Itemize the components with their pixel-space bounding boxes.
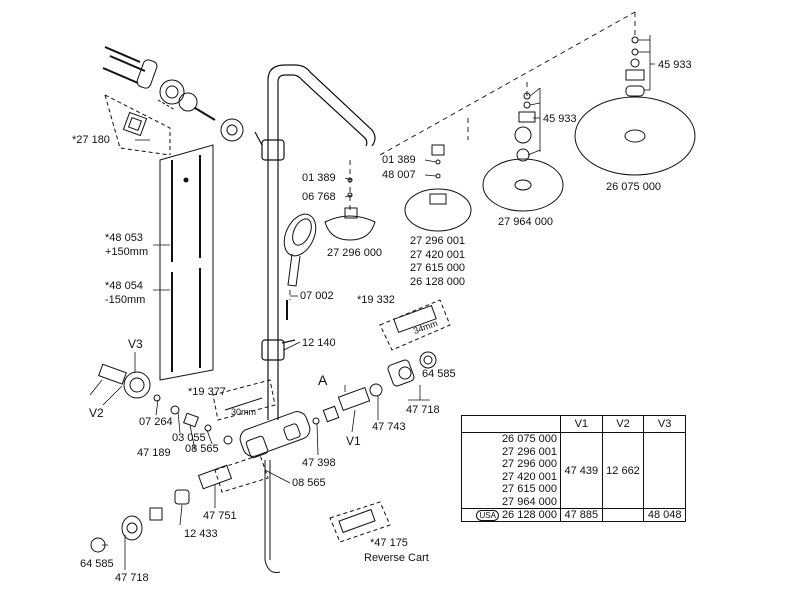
table-cell-v1: 47 439	[560, 432, 603, 509]
table-usa-v2	[601, 508, 645, 522]
thermostat-body	[239, 411, 311, 573]
table-header-v2: V2	[601, 415, 645, 433]
variant-label-v1: V1	[346, 434, 361, 448]
table-cell-v3	[643, 432, 686, 509]
variant-label-v2: V2	[89, 406, 104, 420]
table-code: 26 075 000	[501, 433, 557, 445]
part-label-48053-note: +150mm	[105, 246, 149, 258]
table-header-row: V1 V2 V3	[461, 415, 686, 433]
right-cartridge-parts	[312, 351, 437, 425]
part-label-47751: 47 751	[203, 510, 237, 522]
table-usa-code: 26 128 000	[501, 509, 557, 521]
table-usa-v3: 48 048	[643, 508, 686, 522]
table-header-v1: V1	[560, 415, 603, 433]
wall-kit-bracket	[104, 94, 171, 156]
service-tool-boxes	[212, 299, 451, 543]
part-label-45933-right: 45 933	[658, 59, 692, 71]
leader-lines	[89, 35, 655, 570]
part-label-27615000: 27 615 000	[410, 262, 466, 274]
part-label-47718-left: 47 718	[115, 572, 149, 584]
part-label-27420001: 27 420 001	[410, 249, 466, 261]
part-label-47189: 47 189	[137, 447, 171, 459]
table-usa-v1: 47 885	[560, 508, 603, 522]
head-shower-27964000	[482, 92, 564, 212]
table-header-blank	[461, 415, 561, 433]
extension-rails	[159, 144, 214, 381]
table-header-v3: V3	[643, 415, 686, 433]
part-label-08565-left: 08 565	[185, 443, 219, 455]
part-label-12140: 12 140	[302, 337, 336, 349]
table-row: 26 075 000 27 296 001 27 296 000 27 420 …	[461, 432, 686, 509]
part-label-19332: *19 332	[357, 294, 395, 306]
part-label-47718-right: 47 718	[406, 404, 440, 416]
head-shower-26075000	[574, 36, 696, 176]
table-code: 27 615 000	[501, 483, 557, 495]
table-code: 27 420 001	[501, 470, 557, 483]
part-label-48054: *48 054	[105, 280, 143, 292]
part-label-48054-note: -150mm	[105, 294, 146, 306]
part-label-27296001: 27 296 001	[410, 235, 466, 247]
part-label-45933-middle: 45 933	[543, 113, 577, 125]
wall-anchor-kit	[102, 46, 244, 142]
part-label-01389-left: 01 389	[302, 172, 336, 184]
part-label-06768: 06 768	[302, 191, 336, 203]
part-label-27180: *27 180	[72, 134, 110, 146]
part-label-47743: 47 743	[372, 421, 406, 433]
tool-dimension-30mm: 30mm	[231, 407, 257, 417]
part-label-47175: *47 175	[370, 537, 408, 549]
variant-label-v3: V3	[128, 337, 143, 351]
shower-riser	[254, 64, 376, 420]
part-label-64585-right: 64 585	[422, 368, 456, 380]
part-label-48007: 48 007	[382, 169, 416, 181]
variant-label-a: A	[318, 372, 328, 388]
part-label-26128000: 26 128 000	[410, 276, 466, 288]
table-cell-v2: 12 662	[601, 432, 645, 509]
table-code: 27 296 001	[501, 445, 557, 458]
part-label-27964000: 27 964 000	[498, 216, 554, 228]
part-label-08565-right: 08 565	[292, 477, 326, 489]
part-label-03055: 03 055	[172, 432, 206, 444]
part-label-48053: *48 053	[105, 232, 143, 244]
part-label-26075000: 26 075 000	[606, 181, 662, 193]
part-label-19377: *19 377	[188, 386, 226, 398]
hand-shower	[283, 213, 317, 320]
part-label-01389-right: 01 389	[382, 154, 416, 166]
table-code: 27 964 000	[501, 495, 557, 508]
usa-badge: USA	[476, 509, 499, 521]
head-shower-27296001	[404, 144, 472, 232]
table-code: 27 296 000	[501, 458, 557, 470]
reverse-cart-label: Reverse Cart	[364, 552, 429, 564]
part-label-07264: 07 264	[139, 416, 173, 428]
part-label-27296000: 27 296 000	[327, 247, 383, 259]
service-tools-solid	[224, 304, 437, 534]
part-label-07002: 07 002	[300, 290, 334, 302]
part-label-12433: 12 433	[184, 528, 218, 540]
part-label-64585-left: 64 585	[80, 558, 114, 570]
part-label-47398: 47 398	[302, 457, 336, 469]
variant-table: V1 V2 V3 26 075 000 27 296 001 27 296 00…	[461, 415, 686, 522]
arm-projection-lines	[289, 11, 636, 300]
table-codes-cell: 26 075 000 27 296 001 27 296 000 27 420 …	[461, 432, 561, 509]
